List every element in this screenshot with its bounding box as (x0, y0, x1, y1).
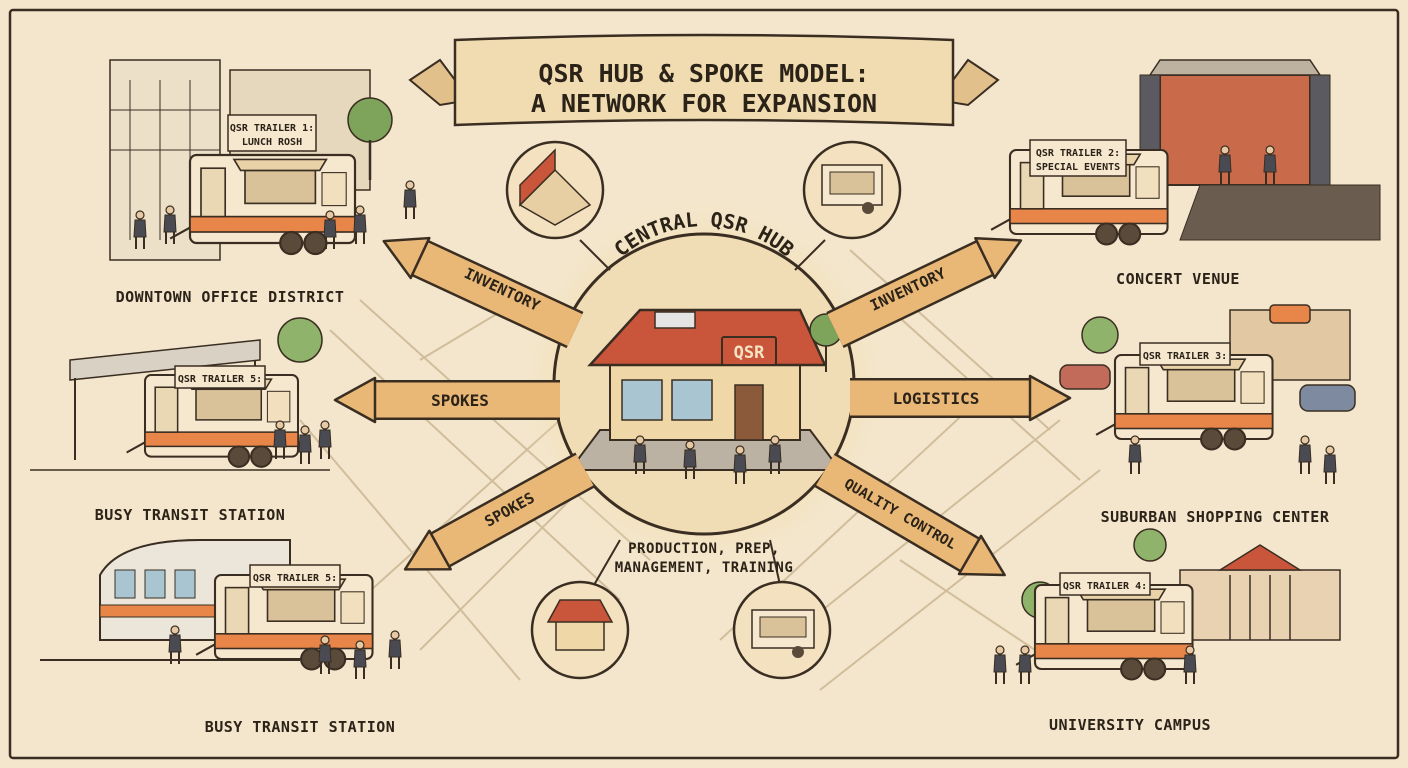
vignette-trailer-interior-bottom (732, 580, 832, 680)
transit-upper-location-label: BUSY TRANSIT STATION (95, 506, 286, 524)
arrow-right-label: LOGISTICS (893, 389, 980, 408)
arrow-left: SPOKES (333, 376, 560, 424)
hub-bottom-label-line2: MANAGEMENT, TRAINING (615, 560, 794, 576)
concert-trailer-line1: QSR TRAILER 2: (1036, 148, 1120, 159)
frame-border (8, 8, 1400, 760)
spoke-university: QSR TRAILER 4: UNIVERSITY CAMPUS (993, 528, 1341, 734)
suburban-location-label: SUBURBAN SHOPPING CENTER (1101, 508, 1330, 526)
vignette-hub-kitchen (505, 140, 605, 240)
arrow-right: LOGISTICS (850, 374, 1072, 422)
hub-building: QSR (568, 308, 843, 485)
concert-trailer-line2: SPECIAL EVENTS (1036, 162, 1120, 173)
spoke-downtown: QSR TRAILER 1: LUNCH ROSH DOWNTOWN OFFIC… (109, 59, 417, 306)
arrow-left-label: SPOKES (431, 391, 489, 410)
hub-bottom-label-line1: PRODUCTION, PREP, (628, 541, 780, 557)
vignette-connectors (579, 239, 826, 586)
title-banner: QSR HUB & SPOKE MODEL: A NETWORK FOR EXP… (408, 33, 1000, 127)
vignette-trailer-interior-top (802, 140, 902, 240)
spoke-transit-lower: QSR TRAILER 5: BUSY TRANSIT STATION (40, 539, 402, 736)
vignette-hub-building (530, 580, 630, 680)
hub-sign (721, 336, 777, 366)
arrow-lower-left: SPOKES (393, 452, 595, 590)
university-location-label: UNIVERSITY CAMPUS (1049, 716, 1211, 734)
spoke-concert: QSR TRAILER 2: SPECIAL EVENTS CONCERT VE… (990, 59, 1381, 288)
downtown-location-label: DOWNTOWN OFFICE DISTRICT (116, 288, 345, 306)
transit-lower-location-label: BUSY TRANSIT STATION (205, 718, 396, 736)
transit-lower-trailer-line1: QSR TRAILER 5: (253, 573, 337, 584)
suburban-trailer-line1: QSR TRAILER 3: (1143, 351, 1227, 362)
title-line2: A NETWORK FOR EXPANSION (531, 89, 877, 118)
downtown-trailer-line1: QSR TRAILER 1: (230, 123, 314, 134)
title-line1: QSR HUB & SPOKE MODEL: (538, 59, 869, 88)
concert-location-label: CONCERT VENUE (1116, 270, 1240, 288)
hub-sign-text: QSR (734, 343, 765, 363)
university-trailer-line1: QSR TRAILER 4: (1063, 581, 1147, 592)
spoke-transit-upper: QSR TRAILER 5: BUSY TRANSIT STATION (30, 317, 332, 524)
spoke-suburban: QSR TRAILER 3: SUBURBAN SHOPPING CENTER (1059, 304, 1356, 526)
transit-upper-trailer-line1: QSR TRAILER 5: (178, 374, 262, 385)
downtown-trailer-line2: LUNCH ROSH (242, 137, 302, 148)
